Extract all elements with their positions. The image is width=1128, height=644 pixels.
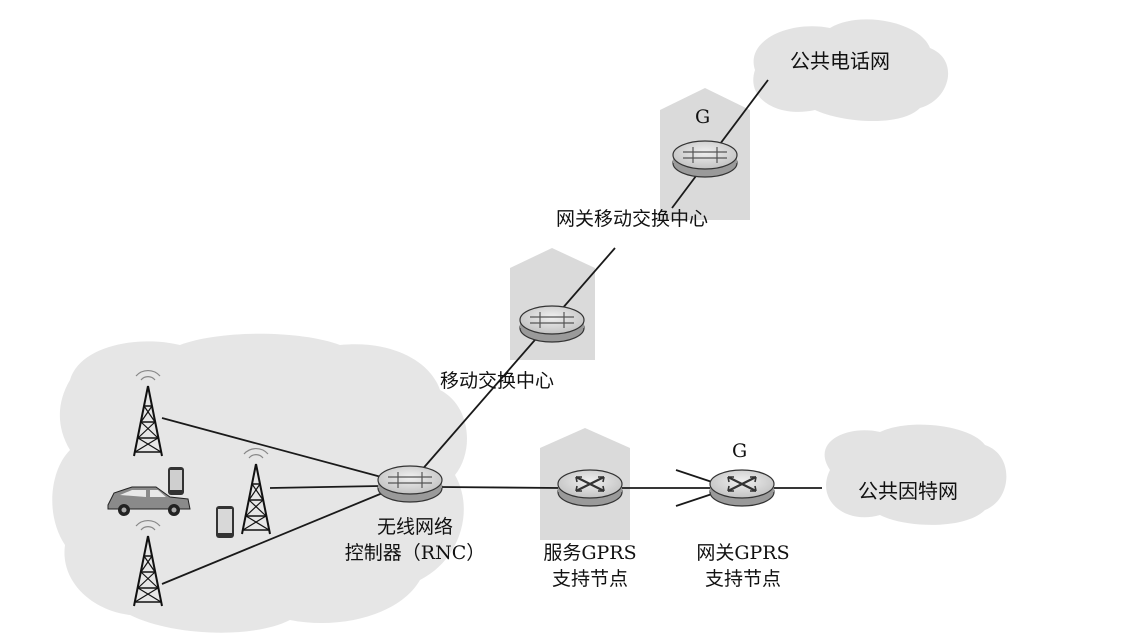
link-rnc-sgsn: [439, 486, 561, 489]
rnc-label: 无线网络 控制器（RNC）: [340, 514, 490, 566]
link-bs2-rnc: [269, 485, 381, 489]
link-bs1-rnc: [161, 417, 386, 479]
gmsc-label: 网关移动交换中心: [556, 208, 709, 230]
msc-router-icon: [519, 305, 585, 343]
gmsc-gateway-marker: G: [695, 106, 711, 128]
ggsn-label: 网关GPRS 支持节点: [678, 540, 808, 592]
link-ggsn-extra1: [675, 469, 713, 483]
internet-label: 公共因特网: [858, 479, 958, 503]
car-icon: [107, 486, 191, 516]
building-icon: [510, 248, 595, 360]
ggsn-label-line1: 网关GPRS: [696, 542, 790, 564]
rnc-label-line2: 控制器（RNC）: [344, 542, 486, 564]
phone-icon: [216, 506, 234, 538]
cloud-icon: [824, 424, 1007, 525]
ggsn-label-line2: 支持节点: [704, 568, 781, 590]
sgsn-router-icon: [556, 468, 624, 508]
phone-icon: [168, 467, 184, 495]
ggsn-gateway-marker: G: [732, 440, 748, 462]
links: [161, 79, 822, 585]
link-ggsn-extra2: [675, 493, 713, 507]
ggsn-router-icon: [708, 468, 776, 508]
pstn-label: 公共电话网: [790, 49, 890, 73]
rnc-router-icon: [377, 465, 443, 503]
link-bs3-rnc: [161, 491, 386, 585]
sgsn-label-line1: 服务GPRS: [543, 542, 637, 564]
sgsn-label-line2: 支持节点: [551, 568, 628, 590]
link-rnc-msc: [419, 247, 616, 473]
sgsn-label: 服务GPRS 支持节点: [525, 540, 655, 592]
cloud-icon: [753, 19, 949, 122]
gmsc-router-icon: [672, 140, 738, 178]
msc-label: 移动交换中心: [440, 370, 555, 392]
rnc-label-line1: 无线网络: [376, 516, 453, 538]
